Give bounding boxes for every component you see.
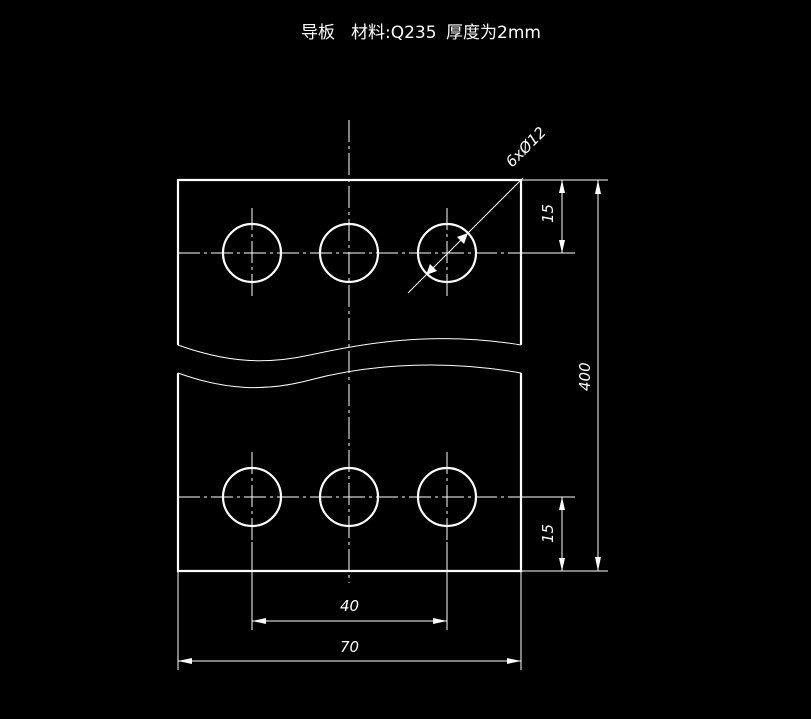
hole-spec-label: 6xØ12 (502, 123, 550, 171)
hole-diameter-leader: 6xØ12 (407, 123, 550, 294)
hole-span-label: 40 (340, 597, 359, 615)
total-height-label: 400 (576, 362, 594, 391)
title-material: 材料:Q235 (351, 23, 437, 43)
bottom-offset-dimension: 15 (521, 496, 608, 572)
top-hole-middle (318, 222, 380, 284)
plate-width-label: 70 (340, 638, 359, 656)
top-offset-label: 15 (539, 204, 557, 223)
bottom-offset-label: 15 (539, 524, 557, 543)
bottom-hole-right (416, 452, 478, 542)
top-hole-left (221, 208, 283, 298)
top-hole-right (416, 208, 478, 298)
title-thickness: 厚度为2mm (446, 23, 541, 43)
total-height-dimension: 400 (521, 179, 608, 571)
bottom-hole-middle (318, 466, 380, 528)
plate-width-dimension: 70 (177, 571, 522, 670)
bottom-hole-left (221, 452, 283, 542)
hole-span-dimension: 40 (251, 542, 448, 630)
title-part-name: 导板 (301, 23, 335, 43)
top-offset-dimension: 15 (521, 179, 575, 254)
